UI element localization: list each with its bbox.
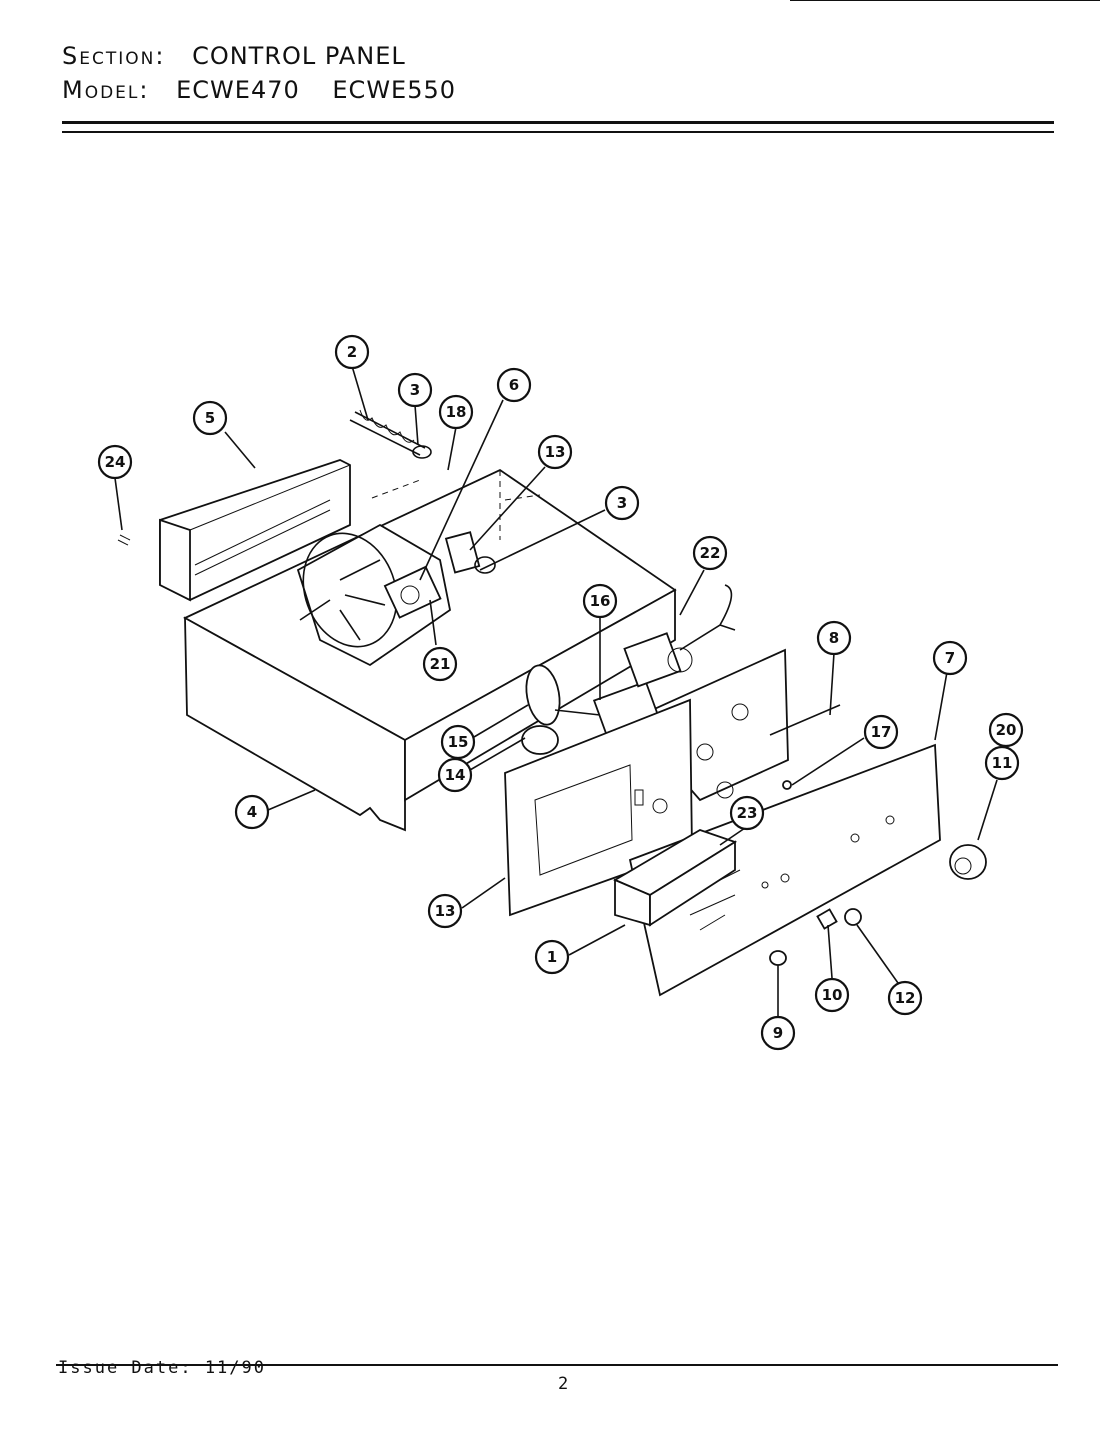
model-label: Model: — [62, 76, 150, 104]
callout-5: 5 — [192, 400, 228, 436]
svg-text:3: 3 — [410, 381, 420, 399]
issue-date: Issue Date: 11/90 — [58, 1358, 266, 1378]
callout-3a: 3 — [397, 372, 433, 408]
svg-text:9: 9 — [773, 1024, 783, 1042]
svg-text:13: 13 — [545, 443, 566, 461]
callout-15: 14 — [437, 757, 473, 793]
callout-9: 9 — [760, 1015, 796, 1051]
svg-text:22: 22 — [700, 544, 721, 562]
callout-12: 12 — [887, 980, 923, 1016]
svg-text:17: 17 — [871, 723, 892, 741]
callout-18: 17 — [863, 714, 899, 750]
svg-text:12: 12 — [895, 989, 916, 1007]
timer-motor — [521, 664, 601, 755]
small-part-10 — [816, 908, 838, 930]
leader-lines — [114, 365, 1004, 1018]
svg-text:23: 23 — [737, 804, 758, 822]
callout-8: 8 — [816, 620, 852, 656]
svg-text:10: 10 — [822, 986, 843, 1004]
top-edge-rule — [790, 0, 1100, 1]
section-header: Section: CONTROL PANEL — [62, 42, 430, 70]
page-number: 2 — [558, 1374, 569, 1394]
section-value: CONTROL PANEL — [192, 42, 406, 70]
callout-11: 11 — [984, 745, 1020, 781]
knob — [949, 844, 987, 880]
svg-text:21: 21 — [430, 655, 451, 673]
callout-19: 18 — [438, 394, 474, 430]
screw-18 — [782, 780, 792, 790]
svg-text:14: 14 — [445, 766, 466, 784]
callout-16: 15 — [440, 724, 476, 760]
callout-23: 23 — [729, 795, 765, 831]
callout-4: 4 — [234, 794, 270, 830]
air-duct — [159, 459, 351, 602]
fan-assembly — [296, 523, 451, 667]
model-header: Model: ECWE470 ECWE550 — [62, 76, 480, 104]
callout-7: 7 — [932, 640, 968, 676]
electronic-control — [613, 829, 738, 927]
callout-6: 6 — [496, 367, 532, 403]
valve-coil — [349, 409, 432, 459]
header-rule-thick — [62, 121, 1054, 124]
svg-text:6: 6 — [509, 376, 519, 394]
header-rule-thin — [62, 131, 1054, 133]
callout-24: 24 — [97, 444, 133, 480]
fastener-3 — [474, 556, 496, 574]
model-value-2: ECWE550 — [332, 76, 457, 104]
callout-20: 20 — [988, 712, 1024, 748]
svg-text:4: 4 — [247, 803, 257, 821]
callout-21: 21 — [422, 646, 458, 682]
svg-text:24: 24 — [105, 453, 126, 471]
svg-text:18: 18 — [446, 403, 467, 421]
svg-text:5: 5 — [205, 409, 215, 427]
callout-14: 13 — [427, 893, 463, 929]
svg-text:2: 2 — [347, 343, 357, 361]
svg-text:20: 20 — [996, 721, 1017, 739]
gasket — [444, 531, 481, 574]
callout-10: 10 — [814, 977, 850, 1013]
svg-text:16: 16 — [590, 592, 611, 610]
svg-text:7: 7 — [945, 649, 955, 667]
small-part-12 — [844, 908, 862, 926]
footer-rule — [56, 1364, 1058, 1366]
callout-17: 16 — [582, 583, 618, 619]
svg-text:3: 3 — [617, 494, 627, 512]
callout-3b: 3 — [604, 485, 640, 521]
callout-22: 22 — [692, 535, 728, 571]
small-part-9 — [769, 950, 787, 966]
screw-24 — [117, 534, 131, 546]
callout-2: 2 — [334, 334, 370, 370]
callout-1: 1 — [534, 939, 570, 975]
svg-text:1: 1 — [547, 948, 557, 966]
svg-text:13: 13 — [435, 902, 456, 920]
model-value-1: ECWE470 — [176, 76, 300, 104]
section-label: Section: — [62, 42, 166, 70]
callout-13: 13 — [537, 434, 573, 470]
svg-text:11: 11 — [992, 754, 1013, 772]
control-panel-glass — [628, 743, 941, 997]
svg-text:15: 15 — [448, 733, 469, 751]
svg-text:8: 8 — [829, 629, 839, 647]
